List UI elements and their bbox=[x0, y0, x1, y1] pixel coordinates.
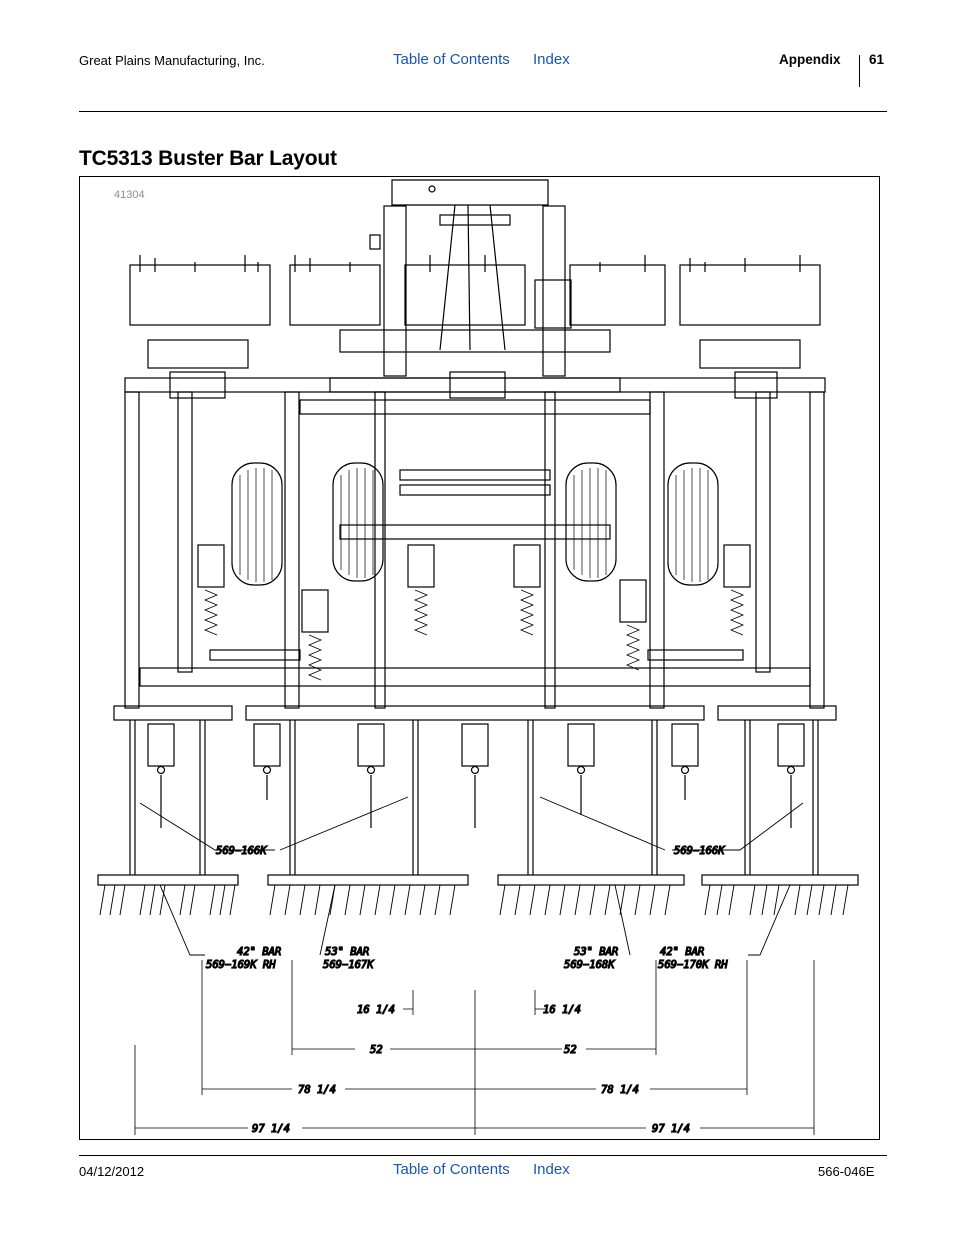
footer-index-link[interactable]: Index bbox=[533, 1161, 570, 1178]
shanks bbox=[129, 720, 819, 875]
spring-assemblies bbox=[197, 544, 751, 681]
figure-id: 41304 bbox=[114, 189, 145, 201]
dim-16-left: 16 1/4 bbox=[357, 1004, 395, 1016]
bar-size-2: 53" BAR bbox=[325, 946, 369, 958]
dim-97-right: 97 1/4 bbox=[652, 1123, 690, 1135]
buster-bar-layout-drawing: 569−166K 569−166K 42" BAR 569−169K RH 53… bbox=[97, 179, 859, 1136]
bar-part-2: 569−167K bbox=[323, 959, 374, 971]
row-units-top bbox=[129, 255, 821, 369]
callout-leaders bbox=[139, 796, 804, 956]
buster-bars bbox=[97, 874, 859, 916]
footer-rule bbox=[79, 1155, 887, 1156]
shank-toolbar bbox=[113, 705, 837, 721]
bar-part-1: 569−169K RH bbox=[206, 959, 276, 971]
footer-date: 04/12/2012 bbox=[79, 1164, 145, 1179]
dim-16-right: 16 1/4 bbox=[543, 1004, 581, 1016]
bar-size-4: 42" BAR bbox=[660, 946, 704, 958]
dimension-lines bbox=[134, 960, 815, 1135]
callout-part-left: 569−166K bbox=[216, 845, 267, 857]
dim-78-right: 78 1/4 bbox=[601, 1084, 639, 1096]
section-name: Appendix bbox=[779, 52, 841, 67]
dim-52-left: 52 bbox=[370, 1044, 383, 1056]
header-divider bbox=[859, 55, 860, 87]
header-rule bbox=[79, 111, 887, 112]
gauge-wheels bbox=[231, 462, 719, 586]
dim-52-right: 52 bbox=[564, 1044, 577, 1056]
company-name: Great Plains Manufacturing, Inc. bbox=[79, 53, 265, 68]
dim-97-left: 97 1/4 bbox=[252, 1123, 290, 1135]
figure-frame bbox=[79, 176, 880, 1140]
dim-78-left: 78 1/4 bbox=[298, 1084, 336, 1096]
header-toc-link[interactable]: Table of Contents bbox=[393, 51, 510, 68]
page-title: TC5313 Buster Bar Layout bbox=[79, 147, 337, 170]
bar-part-3: 569−168K bbox=[564, 959, 615, 971]
bar-part-4: 569−170K RH bbox=[658, 959, 728, 971]
doc-number: 566-046E bbox=[818, 1164, 875, 1179]
bar-size-3: 53" BAR bbox=[574, 946, 618, 958]
main-frame bbox=[124, 371, 826, 709]
page-number: 61 bbox=[869, 52, 885, 67]
hitch-assembly bbox=[369, 179, 572, 377]
header-index-link[interactable]: Index bbox=[533, 51, 570, 68]
callout-part-right: 569−166K bbox=[674, 845, 725, 857]
bar-size-1: 42" BAR bbox=[237, 946, 281, 958]
footer-toc-link[interactable]: Table of Contents bbox=[393, 1161, 510, 1178]
